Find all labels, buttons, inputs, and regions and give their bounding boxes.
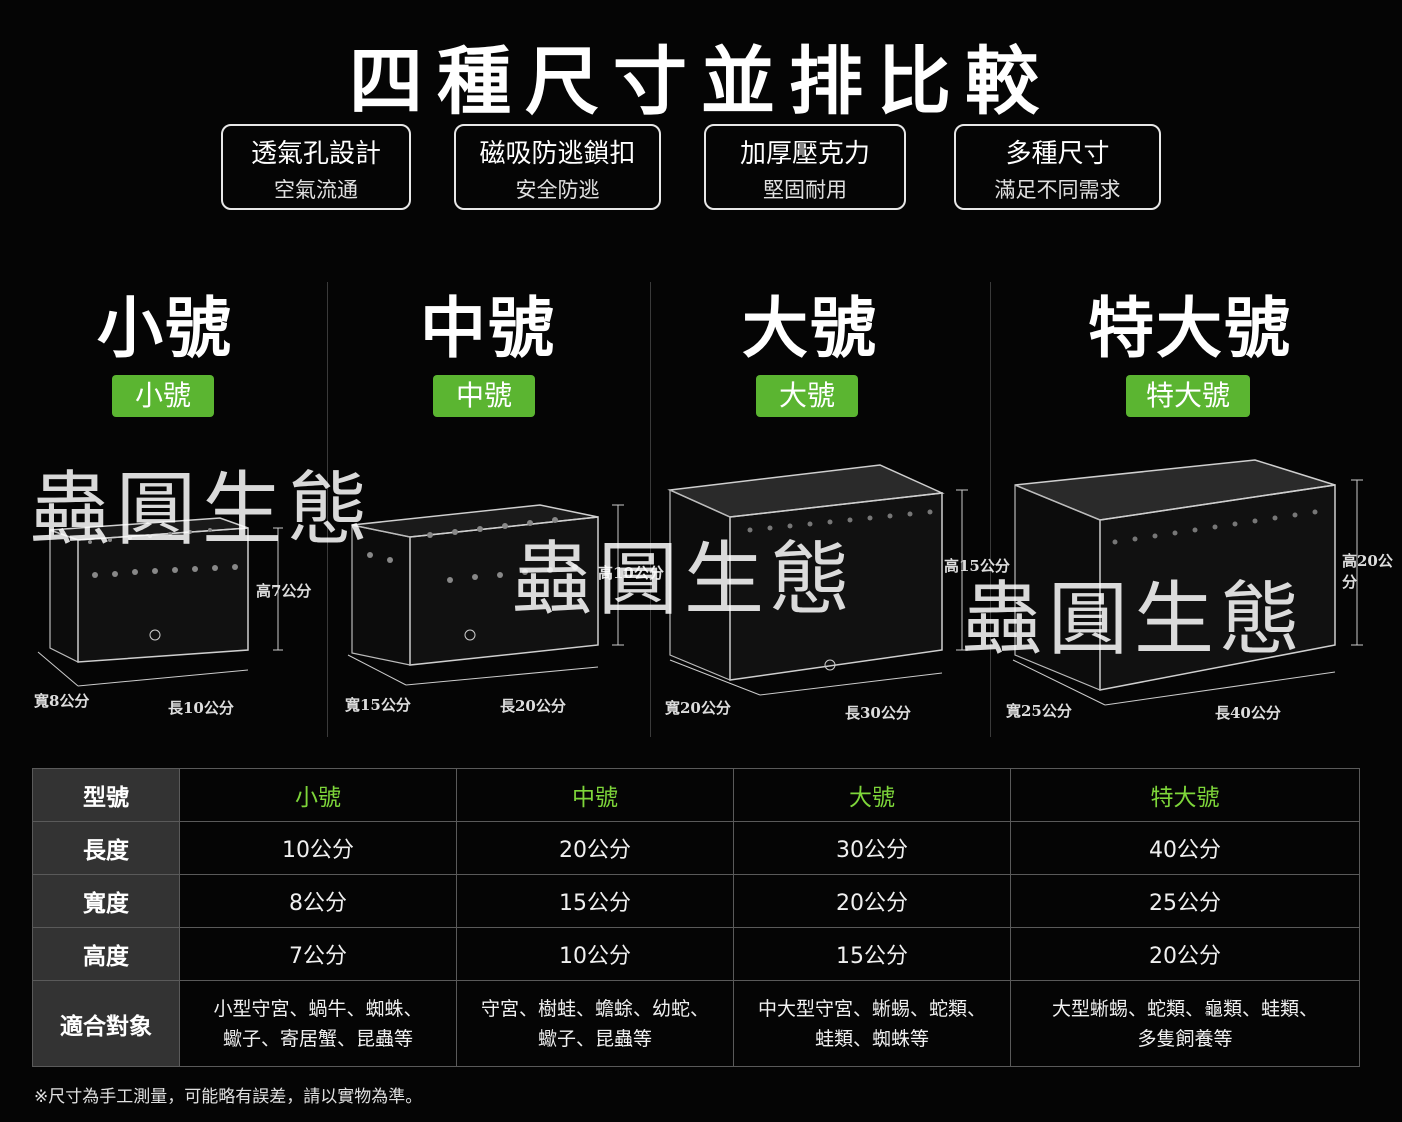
feature-thick-acrylic: 加厚壓克力 堅固耐用	[704, 124, 906, 210]
dim-length-xlarge: 長40公分	[1215, 704, 1281, 722]
table-cell: 15公分	[456, 874, 734, 928]
feature-magnetic-lock: 磁吸防逃鎖扣 安全防逃	[454, 124, 661, 210]
suit-line: 大型蜥蜴、蛇類、龜類、蛙類、	[1051, 997, 1318, 1020]
column-divider	[327, 282, 328, 737]
size-title-xlarge: 特大號	[1088, 290, 1292, 367]
suit-line: 蠍子、昆蟲等	[537, 1027, 652, 1050]
table-cell: 40公分	[1010, 821, 1360, 875]
dim-height-large: 高15公分	[944, 557, 1010, 575]
table-row: 長度 10公分 20公分 30公分 40公分	[32, 821, 1360, 875]
table-cell: 8公分	[179, 874, 457, 928]
feature-sub-text: 滿足不同需求	[994, 178, 1121, 202]
table-cell: 10公分	[179, 821, 457, 875]
table-cell: 20公分	[1010, 927, 1360, 981]
table-cell: 15公分	[733, 927, 1011, 981]
dim-length-medium: 長20公分	[500, 697, 566, 715]
table-cell: 大型蜥蜴、蛇類、龜類、蛙類、多隻飼養等	[1010, 980, 1360, 1067]
table-cell: 20公分	[733, 874, 1011, 928]
feature-sub-text: 堅固耐用	[763, 178, 847, 202]
model-header-xlarge: 特大號	[1010, 768, 1360, 822]
row-header: 寬度	[32, 874, 180, 928]
table-cell: 中大型守宮、蜥蜴、蛇類、蛙類、蜘蛛等	[733, 980, 1011, 1067]
suit-line: 小型守宮、蝸牛、蜘蛛、	[213, 997, 423, 1020]
dim-width-large: 寬20公分	[665, 699, 731, 717]
footnote: ※尺寸為手工測量，可能略有誤差，請以實物為準。	[34, 1087, 423, 1107]
model-header-medium: 中號	[456, 768, 734, 822]
size-title-large: 大號	[742, 290, 878, 367]
feature-main-text: 透氣孔設計	[250, 139, 381, 169]
table-row: 高度 7公分 10公分 15公分 20公分	[32, 927, 1360, 981]
column-divider	[990, 282, 991, 737]
row-header: 長度	[32, 821, 180, 875]
enclosure-image-small	[37, 517, 283, 687]
size-badge-medium: 中號	[433, 375, 535, 417]
table-cell: 守宮、樹蛙、蟾蜍、幼蛇、蠍子、昆蟲等	[456, 980, 734, 1067]
dim-width-xlarge: 寬25公分	[1006, 702, 1072, 720]
enclosure-image-large	[667, 464, 968, 696]
feature-main-text: 磁吸防逃鎖扣	[479, 139, 636, 169]
spec-table: 型號 小號 中號 大號 特大號 長度 10公分 20公分 30公分 40公分 寬…	[32, 768, 1360, 1067]
dim-height-xlarge: 高20公分	[1342, 552, 1393, 591]
table-cell: 20公分	[456, 821, 734, 875]
suit-line: 守宮、樹蛙、蟾蜍、幼蛇、	[480, 997, 709, 1020]
table-cell: 10公分	[456, 927, 734, 981]
model-header-large: 大號	[733, 768, 1011, 822]
model-header-small: 小號	[179, 768, 457, 822]
column-divider	[650, 282, 651, 737]
feature-main-text: 加厚壓克力	[739, 139, 870, 169]
size-badge-small: 小號	[112, 375, 214, 417]
size-title-medium: 中號	[420, 290, 556, 367]
row-header: 適合對象	[32, 980, 180, 1067]
dim-width-small: 寬8公分	[34, 692, 90, 710]
suit-line: 蛙類、蜘蛛等	[814, 1027, 929, 1050]
size-badge-xlarge: 特大號	[1126, 375, 1250, 417]
table-header-row: 型號 小號 中號 大號 特大號	[32, 768, 1360, 822]
feature-multiple-sizes: 多種尺寸 滿足不同需求	[954, 124, 1161, 210]
size-title-small: 小號	[97, 290, 233, 367]
suit-line: 中大型守宮、蜥蜴、蛇類、	[757, 997, 986, 1020]
table-cell: 小型守宮、蝸牛、蜘蛛、蠍子、寄居蟹、昆蟲等	[179, 980, 457, 1067]
feature-main-text: 多種尺寸	[1005, 139, 1110, 169]
enclosure-image-xlarge	[1012, 459, 1363, 706]
table-row-suitable: 適合對象 小型守宮、蝸牛、蜘蛛、蠍子、寄居蟹、昆蟲等 守宮、樹蛙、蟾蜍、幼蛇、蠍…	[32, 980, 1360, 1067]
enclosure-image-medium	[347, 504, 624, 686]
dim-height-medium: 高10公分	[598, 564, 664, 582]
suit-line: 蠍子、寄居蟹、昆蟲等	[222, 1027, 413, 1050]
suit-line: 多隻飼養等	[1137, 1027, 1233, 1050]
feature-ventilation: 透氣孔設計 空氣流通	[221, 124, 411, 210]
dim-height-small: 高7公分	[256, 582, 312, 600]
page-title: 四種尺寸並排比較	[349, 39, 1053, 125]
size-badge-large: 大號	[756, 375, 858, 417]
table-cell: 7公分	[179, 927, 457, 981]
dim-length-large: 長30公分	[845, 704, 911, 722]
table-cell: 25公分	[1010, 874, 1360, 928]
feature-sub-text: 安全防逃	[515, 178, 600, 202]
dim-width-medium: 寬15公分	[345, 696, 411, 714]
row-header: 高度	[32, 927, 180, 981]
feature-sub-text: 空氣流通	[274, 178, 358, 202]
table-cell: 30公分	[733, 821, 1011, 875]
table-row: 寬度 8公分 15公分 20公分 25公分	[32, 874, 1360, 928]
row-header: 型號	[32, 768, 180, 822]
dim-length-small: 長10公分	[168, 699, 234, 717]
